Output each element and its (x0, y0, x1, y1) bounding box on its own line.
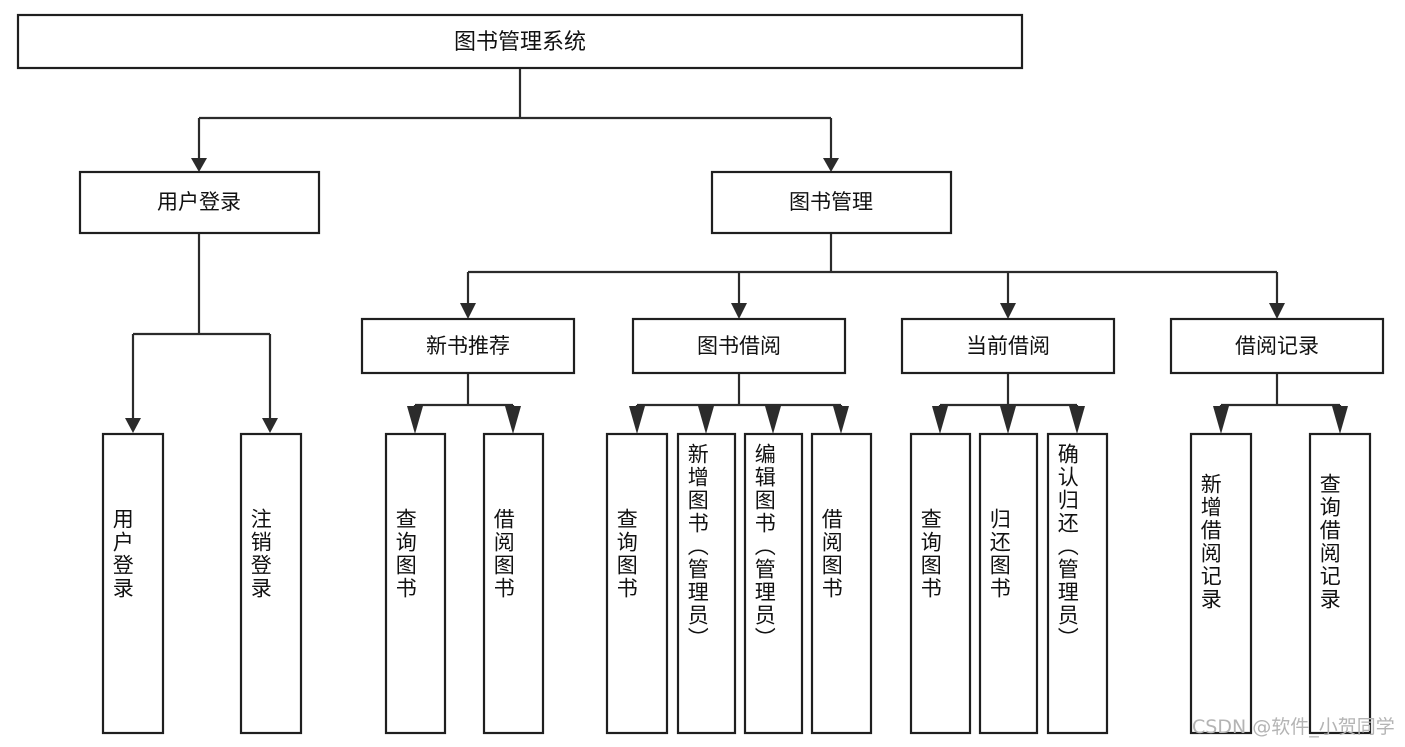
connector-book-borrow-branch (635, 373, 843, 422)
connectors-layer (125, 68, 1348, 434)
node-leaf-query-book-1-box[interactable] (384, 432, 447, 735)
node-leaf-confirm-return-box[interactable] (1046, 432, 1109, 735)
node-borrow-record-box[interactable] (1169, 317, 1385, 375)
arrow-to-new-book-recommend (460, 303, 476, 319)
connector-book-manage-to-level3 (466, 233, 1279, 305)
node-book-manage-label: 图书管理 (789, 190, 873, 214)
node-book-manage[interactable]: 图书管理 (710, 170, 953, 235)
arrow-to-leaf-confirm-return (1069, 406, 1085, 434)
arrow-to-leaf-query-book-1 (407, 406, 423, 434)
node-leaf-edit-book-box[interactable] (743, 432, 804, 735)
node-root[interactable]: 图书管理系统 (16, 13, 1024, 70)
node-leaf-query-record-box[interactable] (1308, 432, 1372, 735)
node-book-borrow-box[interactable] (631, 317, 847, 375)
arrow-to-book-manage (823, 158, 839, 172)
nodes-layer: 图书管理系统 用户登录 图书管理 新书推荐 图书借阅 (16, 13, 1385, 735)
connector-root-to-level2 (197, 68, 833, 160)
node-leaf-return-book-box[interactable] (978, 432, 1039, 735)
node-new-book-recommend[interactable]: 新书推荐 (360, 317, 576, 375)
node-new-book-recommend-box[interactable] (360, 317, 576, 375)
node-new-book-recommend-label: 新书推荐 (426, 334, 510, 358)
node-leaf-user-logout-box[interactable] (239, 432, 303, 735)
node-user-login-box[interactable] (78, 170, 321, 235)
arrow-to-leaf-query-book-3 (932, 406, 948, 434)
node-leaf-borrow-book-2-box[interactable] (810, 432, 873, 735)
node-user-login-label: 用户登录 (157, 190, 241, 214)
connector-borrow-record-branch (1219, 373, 1342, 422)
node-user-login[interactable]: 用户登录 (78, 170, 321, 235)
node-leaf-query-book-3-box[interactable] (909, 432, 972, 735)
arrow-to-current-borrow (1000, 303, 1016, 319)
arrow-to-leaf-add-book (698, 406, 714, 434)
node-leaf-query-book-2-box[interactable] (605, 432, 669, 735)
node-leaf-borrow-book-1-box[interactable] (482, 432, 545, 735)
node-borrow-record[interactable]: 借阅记录 (1169, 317, 1385, 375)
node-borrow-record-label: 借阅记录 (1235, 334, 1319, 358)
connector-new-book-recommend-branch (413, 373, 515, 422)
node-book-borrow[interactable]: 图书借阅 (631, 317, 847, 375)
arrow-to-leaf-query-record (1332, 406, 1348, 434)
arrow-to-leaf-return-book (1000, 406, 1016, 434)
arrow-to-borrow-record (1269, 303, 1285, 319)
node-leaf-add-record-box[interactable] (1189, 432, 1253, 735)
arrow-to-leaf-add-record (1213, 406, 1229, 434)
connector-user-login-branch (131, 233, 272, 420)
arrow-to-leaf-edit-book (765, 406, 781, 434)
arrow-to-leaf-user-login (125, 418, 141, 433)
node-root-box[interactable] (16, 13, 1024, 70)
node-current-borrow[interactable]: 当前借阅 (900, 317, 1116, 375)
csdn-watermark: CSDN @软件_小贺同学 (1192, 716, 1395, 738)
node-leaf-add-book-box[interactable] (676, 432, 737, 735)
arrow-to-leaf-query-book-2 (629, 406, 645, 434)
arrow-to-book-borrow (731, 303, 747, 319)
node-book-borrow-label: 图书借阅 (697, 334, 781, 358)
arrow-to-leaf-borrow-book-1 (505, 406, 521, 434)
node-root-label: 图书管理系统 (454, 30, 586, 55)
node-current-borrow-label: 当前借阅 (966, 334, 1050, 358)
arrow-to-user-login (191, 158, 207, 172)
node-current-borrow-box[interactable] (900, 317, 1116, 375)
arrow-to-leaf-borrow-book-2 (833, 406, 849, 434)
node-book-manage-box[interactable] (710, 170, 953, 235)
arrow-to-leaf-user-logout (262, 418, 278, 433)
node-leaf-user-login-box[interactable] (101, 432, 165, 735)
